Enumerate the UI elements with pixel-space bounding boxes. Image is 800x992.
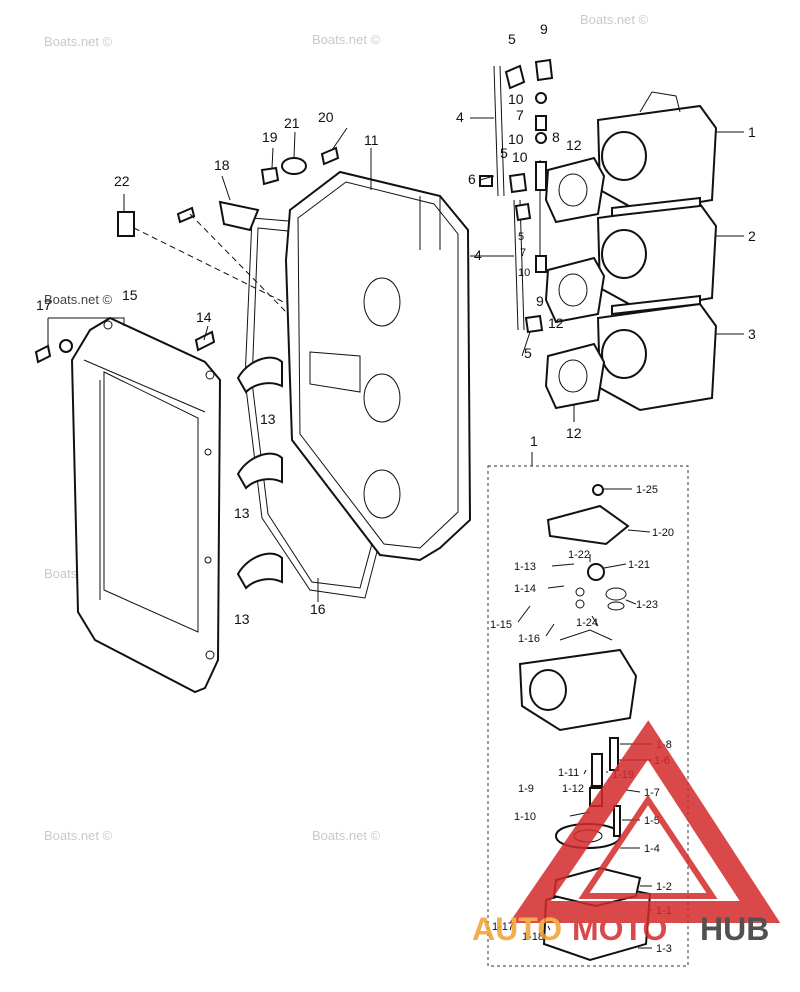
sub-callout-1-4: 1-4 (644, 843, 660, 855)
sub-callout-1-23: 1-23 (636, 599, 658, 611)
leader-lines (47, 117, 744, 602)
watermark: Boats.net © (44, 34, 113, 49)
callout-9: 9 (536, 293, 544, 309)
callout-2: 2 (748, 228, 756, 244)
callout-4: 4 (456, 109, 464, 125)
callout-11: 11 (364, 132, 379, 148)
logo-triangle (509, 720, 781, 923)
callout-10: 10 (512, 149, 528, 165)
sub-callout-1-14: 1-14 (514, 583, 536, 595)
sub-callout-1-20: 1-20 (652, 527, 674, 539)
callout-18: 18 (214, 157, 230, 173)
callout-19: 19 (262, 129, 278, 145)
callout-13: 13 (234, 505, 250, 521)
sub-callout-1-5: 1-5 (644, 815, 660, 827)
logo-word-moto: MOTO (572, 911, 667, 947)
sub-callout-1-22: 1-22 (568, 549, 590, 561)
carburetors-drawing (596, 91, 718, 412)
sub-callout-1-15: 1-15 (490, 619, 512, 631)
sub-callout-1-13: 1-13 (514, 561, 536, 573)
callout-21: 21 (284, 115, 300, 131)
callout-12: 12 (548, 315, 564, 331)
callout-10: 10 (518, 267, 530, 279)
callout-5: 5 (518, 231, 524, 243)
callout-13: 13 (234, 611, 250, 627)
callout-13: 13 (260, 411, 276, 427)
callout-12: 12 (566, 137, 582, 153)
sub-callout-1-21: 1-21 (628, 559, 650, 571)
sub-callout-1-3: 1-3 (656, 943, 672, 955)
sub-callout-1-9: 1-9 (518, 783, 534, 795)
sub-callout-1-25: 1-25 (636, 484, 658, 496)
callout-1: 1 (748, 124, 756, 140)
sub-callout-1-24: 1-24 (576, 617, 598, 629)
sub-callout-1-2: 1-2 (656, 881, 672, 893)
callout-12: 12 (566, 425, 582, 441)
callout-5: 5 (524, 345, 532, 361)
callout-20: 20 (318, 109, 334, 125)
sub-callout-1-17: 1-17 (492, 921, 514, 933)
logo-word-hub: HUB (700, 911, 769, 947)
screws-drawing (34, 206, 216, 364)
callout-22: 22 (114, 173, 130, 189)
sub-callout-1-11: 1-11 (558, 767, 579, 779)
carb-gasket-drawing (544, 156, 606, 410)
watermark: Boats.net © (580, 12, 649, 27)
sub-callout-1-18: 1-18 (522, 931, 544, 943)
sub-callout-1-12: 1-12 (562, 783, 584, 795)
callout-10: 10 (508, 91, 524, 107)
watermark: Boats.net © (44, 828, 113, 843)
callout-8: 8 (552, 129, 560, 145)
callout-5: 5 (500, 145, 508, 161)
linkage-drawing (479, 58, 554, 334)
callout-9: 9 (540, 21, 548, 37)
watermark: Boats.net © (44, 292, 113, 307)
watermark: Boats.net © (312, 828, 381, 843)
clip-drawing (236, 356, 283, 590)
sub-callout-1-16: 1-16 (518, 633, 540, 645)
intake-silencer-drawing (284, 170, 472, 562)
callout-7: 7 (516, 107, 524, 123)
callout-16: 16 (310, 601, 326, 617)
callout-6: 6 (468, 171, 476, 187)
automotohub-logo: AUTO MOTO HUB (472, 720, 781, 947)
callout-5: 5 (508, 31, 516, 47)
logo-word-auto: AUTO (472, 911, 562, 947)
sub-callout-1-10: 1-10 (514, 811, 536, 823)
watermark: Boats.net © (312, 32, 381, 47)
callouts: 1 2 3 4 4 5 5 5 5 6 7 7 8 9 9 10 10 10 1… (36, 21, 756, 627)
callout-4: 4 (474, 247, 482, 263)
silencer-cover-drawing (70, 316, 222, 694)
callout-14: 14 (196, 309, 212, 325)
callout-inset-1: 1 (530, 433, 538, 449)
callout-17: 17 (36, 297, 52, 313)
callout-10: 10 (508, 131, 524, 147)
callout-15: 15 (122, 287, 138, 303)
callout-3: 3 (748, 326, 756, 342)
callout-7: 7 (520, 247, 526, 259)
